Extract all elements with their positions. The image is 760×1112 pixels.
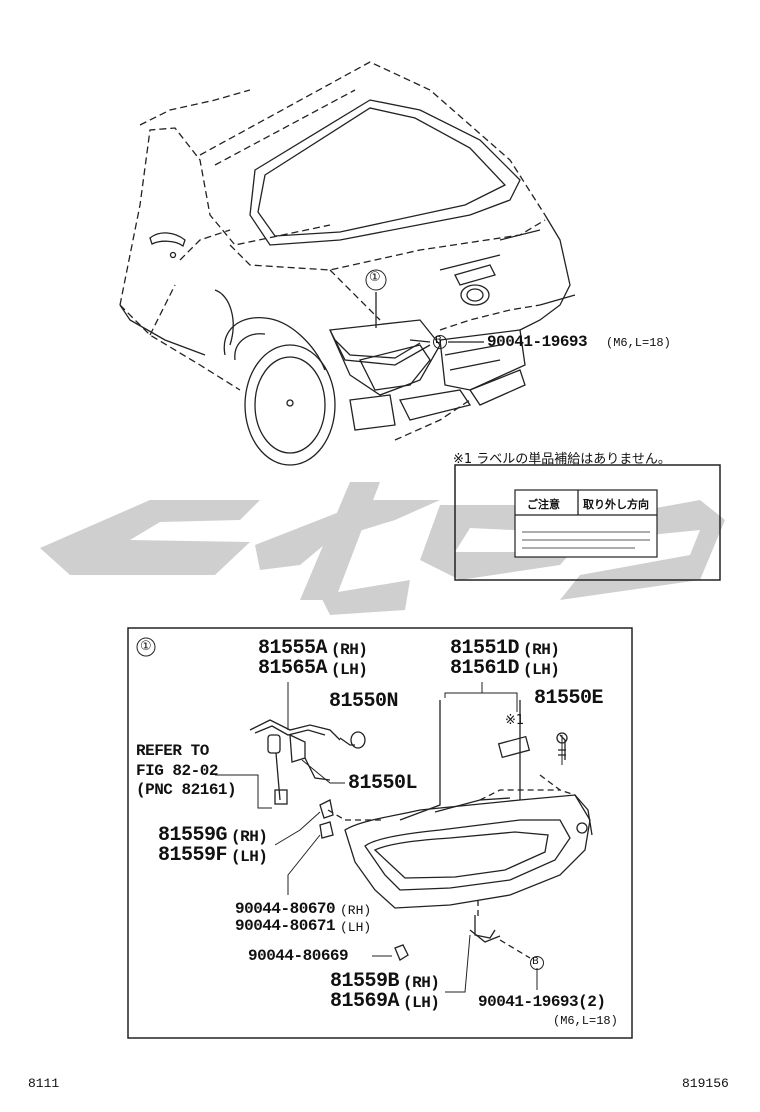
bolt-spec-detail: (M6,L=18) bbox=[553, 1014, 618, 1028]
part-81561D: 81561D bbox=[450, 657, 520, 680]
part-81569A-side: (LH) bbox=[403, 994, 440, 1012]
refer-pnc: (PNC 82161) bbox=[136, 781, 237, 799]
label-removal-direction: 取り外し方向 bbox=[583, 498, 649, 511]
part-81565A: 81565A bbox=[258, 657, 328, 680]
lamp-assembly bbox=[344, 700, 593, 943]
label-plate bbox=[514, 489, 658, 558]
footer-left-code: 8111 bbox=[28, 1076, 60, 1091]
part-81559G-side: (RH) bbox=[231, 828, 268, 846]
part-81550E: 81550E bbox=[534, 687, 604, 710]
part-81559F-side: (LH) bbox=[231, 848, 268, 866]
part-81559B: 81559B bbox=[330, 970, 400, 993]
part-81561D-side: (LH) bbox=[523, 661, 560, 679]
part-90044-80671: 90044-80671 bbox=[235, 917, 336, 935]
part-81550L: 81550L bbox=[348, 772, 418, 795]
part-90044-80670: 90044-80670 bbox=[235, 900, 336, 918]
bolt-marker-detail: B bbox=[532, 956, 539, 967]
part-81555A-side: (RH) bbox=[331, 641, 368, 659]
bolt-marker-top: B bbox=[435, 335, 442, 346]
top-bolt-part-number: 90041-19693 bbox=[487, 333, 588, 351]
label-box bbox=[454, 464, 721, 581]
part-90044-80670-side: (RH) bbox=[340, 903, 372, 918]
part-81559G: 81559G bbox=[158, 824, 228, 847]
dashed-leaders bbox=[327, 774, 576, 959]
part-81559B-side: (RH) bbox=[403, 974, 440, 992]
detail-frame bbox=[127, 627, 633, 1039]
refer-to-text: REFER TO bbox=[136, 742, 209, 760]
footer-right-code: 819156 bbox=[682, 1076, 729, 1091]
label-note-text: ※1 ラベルの単品補給はありません。 bbox=[453, 452, 671, 467]
refer-fig: FIG 82-02 bbox=[136, 762, 218, 780]
note-marker: ※1 bbox=[505, 713, 525, 728]
detail-item-marker: ① bbox=[140, 639, 152, 654]
bolt-part-qty: 90041-19693(2) bbox=[478, 993, 606, 1011]
part-81551D: 81551D bbox=[450, 637, 520, 660]
part-81550N: 81550N bbox=[329, 690, 399, 713]
part-81555A: 81555A bbox=[258, 637, 328, 660]
part-90044-80671-side: (LH) bbox=[340, 920, 372, 935]
part-81551D-side: (RH) bbox=[523, 641, 560, 659]
part-90044-80669: 90044-80669 bbox=[248, 947, 349, 965]
label-caution: ご注意 bbox=[527, 498, 560, 511]
top-bolt-spec: (M6,L=18) bbox=[606, 336, 671, 350]
top-callout-lines bbox=[365, 269, 484, 349]
main-item-marker: ① bbox=[369, 270, 381, 285]
detail-leaders bbox=[215, 682, 563, 993]
part-81569A: 81569A bbox=[330, 990, 400, 1013]
car-outline bbox=[119, 61, 546, 441]
part-81559F: 81559F bbox=[158, 844, 228, 867]
part-81565A-side: (LH) bbox=[331, 661, 368, 679]
car-solid-lines bbox=[119, 99, 576, 466]
